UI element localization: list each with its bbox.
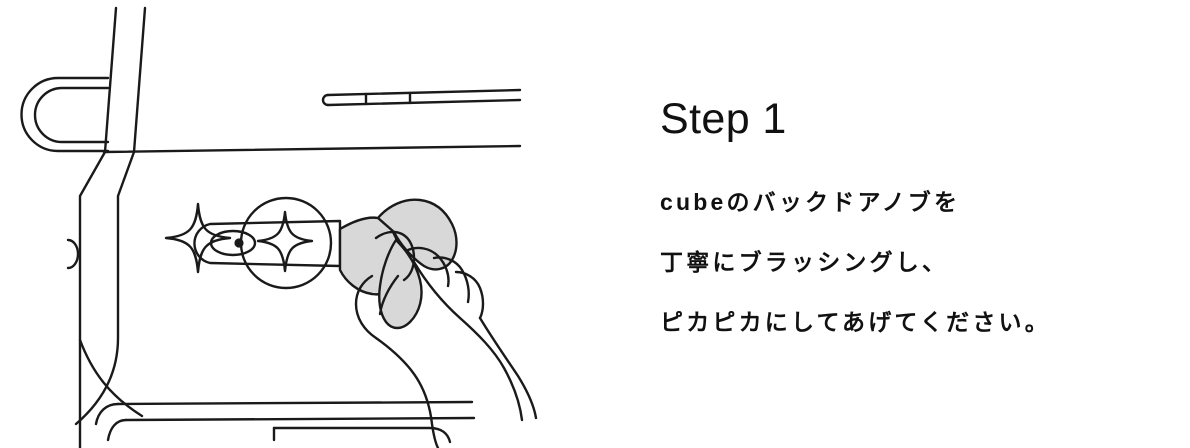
hand	[354, 230, 538, 448]
illustration-pane	[20, 6, 538, 448]
keyhole-ring	[209, 229, 257, 257]
car-back-door-knob-cleaning-illustration	[20, 6, 538, 448]
instruction-line: ピカピカにしてあげてください。	[660, 309, 1051, 335]
car-body-pillars	[103, 6, 147, 154]
bumper-line	[94, 400, 476, 442]
sparkle-small	[164, 202, 232, 274]
rear-spoiler-bracket	[20, 76, 110, 153]
car-body-panel	[66, 150, 144, 448]
instruction-text-block: cubeのバックドアノブを 丁寧にブラッシングし、 ピカピカにしてあげてください…	[660, 172, 1160, 352]
page-title: Step 1	[660, 95, 787, 143]
rear-window-trim	[321, 88, 522, 107]
text-pane: Step 1 cubeのバックドアノブを 丁寧にブラッシングし、 ピカピカにして…	[640, 0, 1190, 448]
sparkle-large	[256, 210, 314, 273]
body-seam-line	[102, 144, 522, 154]
license-plate-outline	[272, 426, 452, 444]
instruction-line: cubeのバックドアノブを	[660, 189, 961, 215]
instruction-line: 丁寧にブラッシングし、	[660, 249, 949, 275]
cleaning-cloth	[338, 198, 458, 330]
keyhole-dot	[234, 238, 244, 248]
